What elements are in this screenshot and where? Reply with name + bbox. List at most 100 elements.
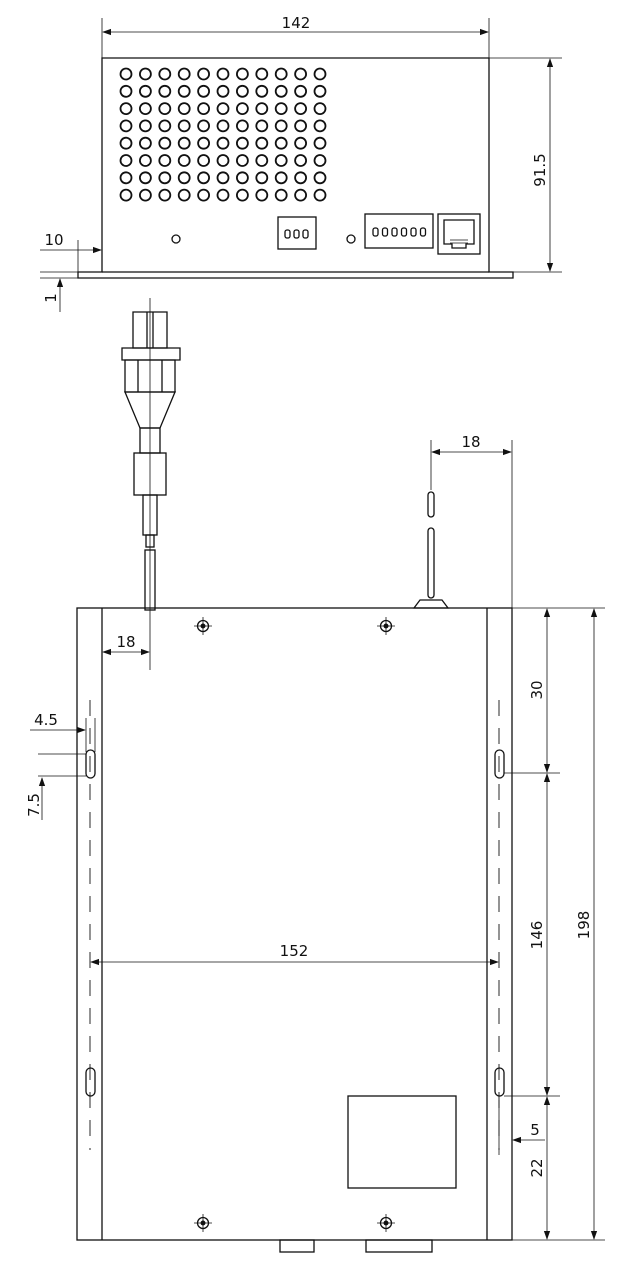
vent-hole bbox=[197, 136, 211, 150]
vent-hole bbox=[158, 136, 172, 150]
vent-hole bbox=[177, 102, 191, 115]
vent-hole bbox=[274, 136, 288, 150]
vent-hole bbox=[313, 188, 327, 202]
dimension-foot-thickness: 1 bbox=[40, 271, 78, 312]
vent-hole bbox=[177, 188, 191, 202]
front-view: 142 91.5 10 1 bbox=[40, 14, 562, 312]
vent-hole bbox=[294, 67, 308, 81]
vent-hole bbox=[216, 171, 230, 185]
dim-slot-pitch-label: 146 bbox=[528, 921, 546, 950]
connector-pin bbox=[302, 229, 309, 239]
vent-hole bbox=[255, 67, 269, 81]
led-indicator-left bbox=[171, 234, 181, 244]
dimension-slot-width: 4.5 bbox=[30, 711, 96, 752]
vent-hole bbox=[177, 84, 191, 98]
vent-hole bbox=[274, 119, 288, 133]
vent-hole bbox=[158, 154, 172, 167]
vent-hole bbox=[119, 84, 133, 98]
vent-hole bbox=[119, 136, 133, 150]
connector-pin bbox=[400, 227, 408, 237]
vent-hole bbox=[177, 154, 191, 167]
vent-hole bbox=[255, 119, 269, 133]
vent-hole bbox=[274, 154, 288, 167]
vent-hole bbox=[294, 84, 308, 98]
vent-hole bbox=[216, 136, 230, 150]
vent-hole bbox=[119, 188, 133, 202]
vent-hole bbox=[294, 102, 308, 115]
dim-antenna-offset-label: 18 bbox=[461, 433, 480, 451]
connector-pin bbox=[419, 227, 427, 237]
vent-hole bbox=[313, 154, 327, 167]
vent-hole bbox=[235, 171, 249, 185]
rj45-port-icon bbox=[437, 213, 481, 255]
power-cable-plug bbox=[121, 298, 181, 670]
dimension-total-length: 198 bbox=[575, 608, 598, 1240]
top-plate-outline bbox=[76, 607, 513, 1241]
label-area bbox=[347, 1095, 457, 1189]
vent-hole bbox=[313, 136, 327, 150]
vent-hole bbox=[255, 136, 269, 150]
vent-hole bbox=[197, 67, 211, 81]
vent-hole bbox=[138, 84, 152, 98]
dimension-front-width: 142 bbox=[101, 14, 490, 58]
vent-hole bbox=[119, 171, 133, 185]
vent-hole bbox=[235, 84, 249, 98]
dimension-antenna-offset: 18 bbox=[431, 433, 513, 608]
vent-hole bbox=[274, 188, 288, 202]
dimension-slot-pitch: 146 bbox=[528, 773, 551, 1096]
screw-icon bbox=[377, 1214, 395, 1232]
vent-hole bbox=[274, 67, 288, 81]
connector-3pin bbox=[277, 216, 317, 250]
dim-front-height-label: 91.5 bbox=[531, 153, 549, 186]
dim-foot-thickness-label: 1 bbox=[42, 293, 60, 303]
vent-hole bbox=[177, 119, 191, 133]
vent-hole bbox=[255, 102, 269, 115]
dim-total-length-label: 198 bbox=[575, 911, 593, 940]
vent-hole bbox=[294, 136, 308, 150]
dimension-slot-length: 7.5 bbox=[25, 753, 86, 820]
vent-hole bbox=[313, 84, 327, 98]
vent-hole bbox=[158, 84, 172, 98]
led-indicator-right bbox=[346, 234, 356, 244]
vent-hole bbox=[274, 102, 288, 115]
vent-hole bbox=[119, 119, 133, 133]
vent-hole bbox=[177, 171, 191, 185]
vent-hole bbox=[158, 171, 172, 185]
vent-hole bbox=[119, 154, 133, 167]
vent-hole bbox=[216, 84, 230, 98]
vent-hole bbox=[158, 102, 172, 115]
antenna: 18 bbox=[412, 433, 513, 609]
vent-hole bbox=[313, 102, 327, 115]
vent-hole bbox=[274, 84, 288, 98]
vent-hole bbox=[235, 136, 249, 150]
vent-hole bbox=[294, 154, 308, 167]
vent-hole bbox=[216, 188, 230, 202]
vent-hole bbox=[138, 136, 152, 150]
dimension-cable-offset: 18 bbox=[102, 633, 150, 656]
vent-hole bbox=[197, 154, 211, 167]
vent-hole bbox=[216, 67, 230, 81]
vent-hole bbox=[177, 67, 191, 81]
vent-hole bbox=[197, 119, 211, 133]
vent-hole bbox=[216, 119, 230, 133]
vent-hole bbox=[255, 84, 269, 98]
vent-hole bbox=[235, 119, 249, 133]
vent-hole bbox=[197, 188, 211, 202]
dim-top-to-slot-label: 30 bbox=[528, 680, 546, 699]
vent-hole bbox=[197, 102, 211, 115]
top-view: 18 4.5 7.5 152 30 bbox=[25, 607, 605, 1253]
dimension-slot-to-bottom: 22 bbox=[528, 1096, 551, 1240]
vent-hole bbox=[313, 171, 327, 185]
dim-slot-inset-label: 5 bbox=[530, 1121, 540, 1139]
screw-icon bbox=[377, 617, 395, 635]
vent-hole bbox=[216, 102, 230, 115]
vent-hole bbox=[235, 102, 249, 115]
dimension-top-to-slot: 30 bbox=[528, 608, 551, 773]
vent-hole bbox=[138, 188, 152, 202]
connector-pin bbox=[381, 227, 389, 237]
vent-hole bbox=[235, 188, 249, 202]
vent-hole bbox=[216, 154, 230, 167]
vent-hole bbox=[197, 171, 211, 185]
front-enclosure-outline bbox=[77, 57, 514, 279]
